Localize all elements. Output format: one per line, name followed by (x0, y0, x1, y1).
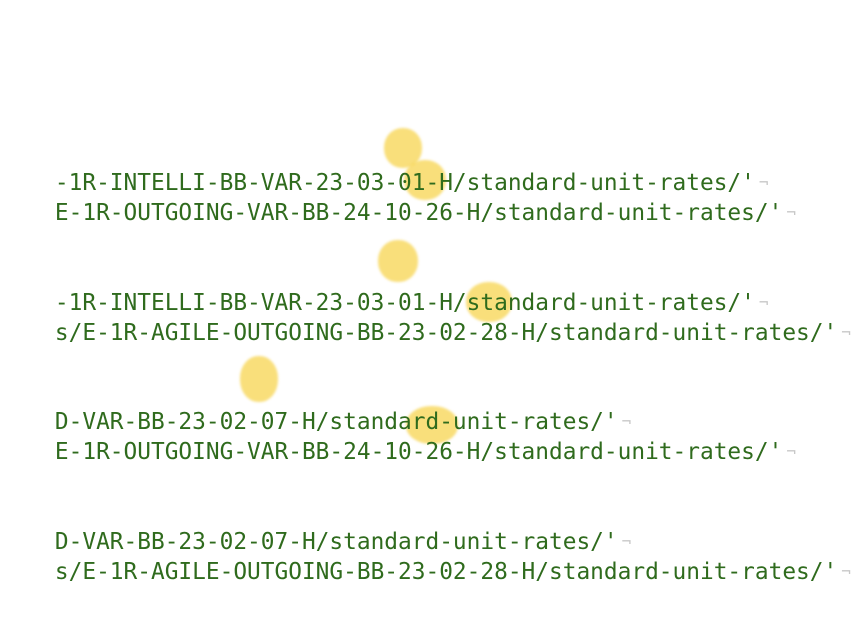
code-line[interactable]: D-VAR-BB-23-02-07-H/standard-unit-rates/… (0, 377, 631, 467)
code-line[interactable]: -1R-INTELLI-BB-VAR-23-03-01-H/standard-u… (0, 138, 769, 228)
code-text: E-1R-OUTGOING-VAR-BB-24-10-26-H/standard… (54, 200, 783, 226)
highlight-mark (406, 406, 458, 444)
code-line[interactable]: E-1R-OUTGOING-VAR-BB-24-10-26-H/standard… (0, 168, 796, 258)
line-end-marker: ¬ (786, 203, 796, 222)
code-text: s/E-1R-AGILE-OUTGOING-BB-23-02-28-H/stan… (54, 320, 838, 346)
line-end-marker: ¬ (621, 412, 632, 431)
code-text: -1R-INTELLI-BB-VAR-23-03-01-H/standard-u… (54, 290, 755, 316)
code-text: -1R-INTELLI-BB-VAR-23-03-01-H/standard-u… (54, 170, 755, 196)
line-end-marker: ¬ (841, 323, 851, 342)
highlight-mark (378, 240, 418, 282)
line-end-marker: ¬ (758, 173, 769, 192)
line-end-marker: ¬ (786, 442, 796, 461)
highlight-mark (466, 282, 512, 322)
code-text: E-1R-OUTGOING-VAR-BB-24-10-26-H/standard… (54, 439, 783, 465)
highlight-mark (240, 356, 278, 402)
code-text: D-VAR-BB-23-02-07-H/standard-unit-rates/… (54, 529, 618, 555)
code-line[interactable]: E-1R-OUTGOING-VAR-BB-24-10-26-H/standard… (0, 407, 796, 497)
highlight-mark (404, 160, 446, 200)
code-line[interactable]: D-VAR-BB-23-02-07-H/standard-unit-rates/… (0, 497, 631, 587)
line-end-marker: ¬ (841, 562, 851, 581)
code-text: D-VAR-BB-23-02-07-H/standard-unit-rates/… (54, 409, 618, 435)
line-end-marker: ¬ (758, 293, 769, 312)
code-line[interactable]: s/E-1R-AGILE-OUTGOING-BB-23-02-28-H/stan… (0, 527, 851, 617)
code-line[interactable]: s/E-1R-AGILE-OUTGOING-BB-23-02-28-H/stan… (0, 288, 851, 378)
code-line[interactable]: -1R-INTELLI-BB-VAR-23-03-01-H/standard-u… (0, 258, 769, 348)
code-text: s/E-1R-AGILE-OUTGOING-BB-23-02-28-H/stan… (54, 559, 838, 585)
line-end-marker: ¬ (621, 532, 632, 551)
